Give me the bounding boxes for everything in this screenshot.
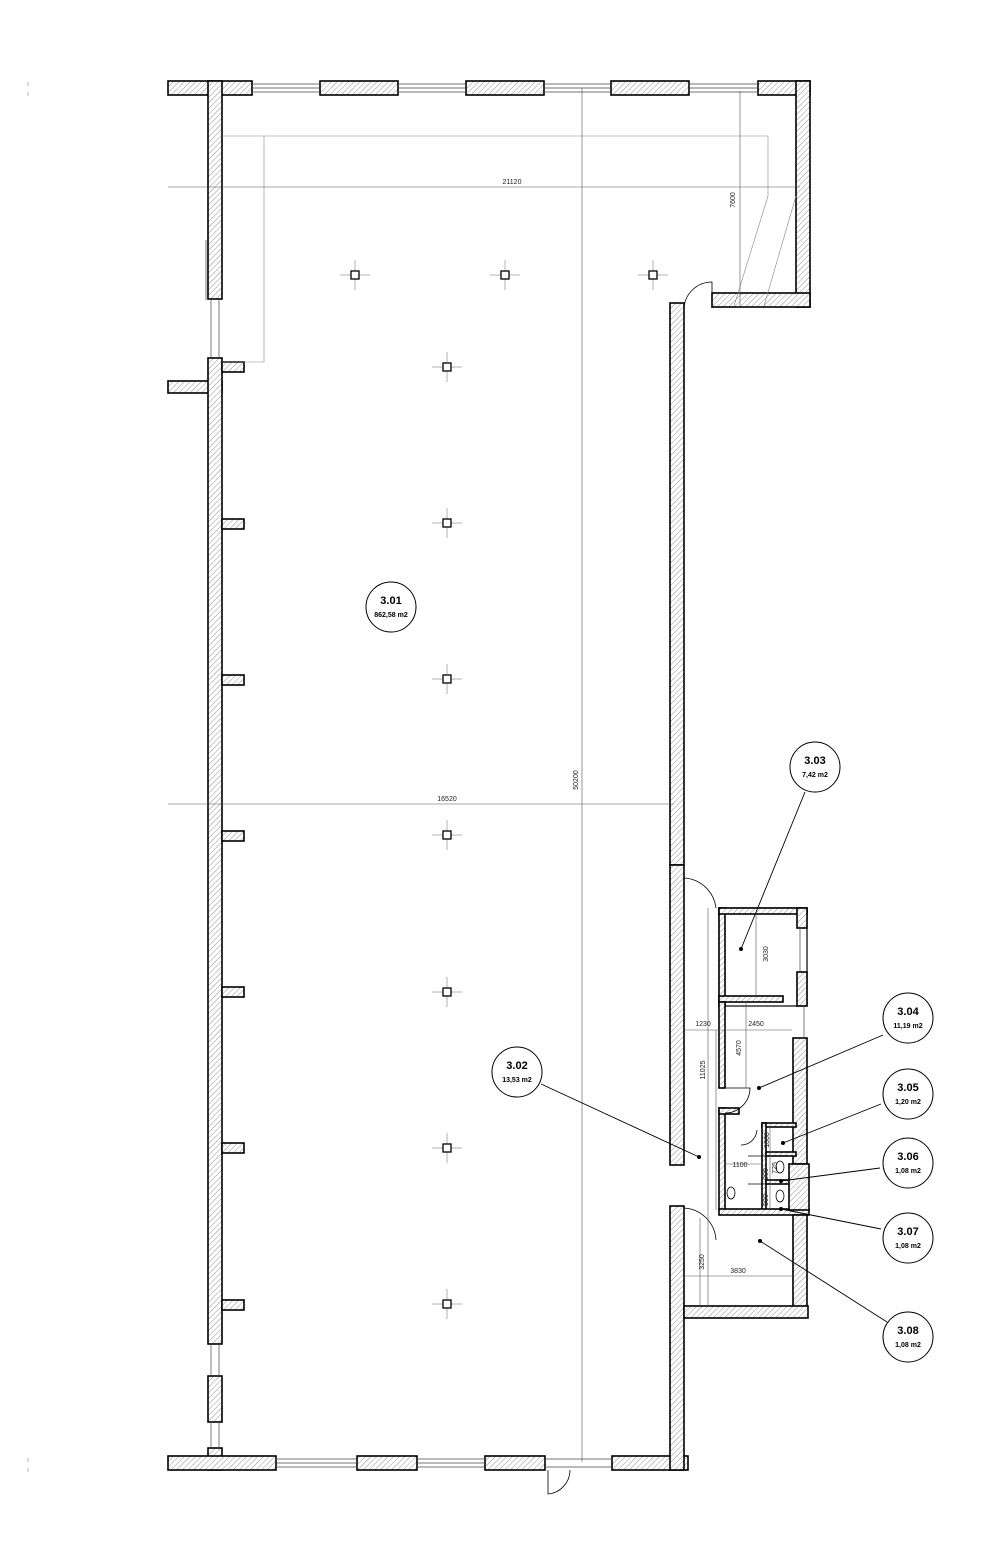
room-tags: 3.01 862,58 m2 3.02 13,53 m2 3.03 7,42 m… <box>365 581 934 1363</box>
leader-3-07 <box>780 1208 882 1230</box>
room-leaders <box>540 791 888 1323</box>
column <box>432 352 462 382</box>
wall-top-pier-2 <box>465 80 545 96</box>
wall-right-main-bottom <box>669 1205 685 1471</box>
column <box>490 260 520 290</box>
room-area: 1,08 m2 <box>895 1168 921 1175</box>
room-area: 13,53 m2 <box>502 1077 532 1084</box>
dim-3830: 3830 <box>730 1268 746 1275</box>
room-number: 3.07 <box>897 1226 918 1238</box>
wall-bottom-pier-2 <box>484 1455 546 1471</box>
wall-left-main <box>207 357 223 1345</box>
wall-left-top <box>207 80 223 300</box>
dimension-labels: 21120 7600 50200 16520 3030 1230 2450 45… <box>437 179 779 1275</box>
wall-top-pier-3 <box>610 80 690 96</box>
bottom-windows <box>276 1458 612 1468</box>
leader-3-06 <box>780 1167 881 1182</box>
wall-bottom-pier-1 <box>356 1455 418 1471</box>
corridor-door-bottom <box>683 1207 717 1241</box>
room-tag-3-08[interactable]: 3.08 1,08 m2 <box>882 1311 934 1363</box>
dim-900-a: 900 <box>763 1168 770 1180</box>
upper-wing-door <box>683 281 713 309</box>
leader-3-04 <box>758 1034 884 1089</box>
room-tag-3-04[interactable]: 3.04 11,19 m2 <box>882 992 934 1044</box>
dim-21120: 21120 <box>503 179 522 186</box>
column <box>432 1133 462 1163</box>
leader-3-03 <box>740 791 806 950</box>
wall-right-main-top <box>669 302 685 866</box>
left-pilasters <box>221 361 245 1311</box>
room-number: 3.03 <box>804 755 825 767</box>
dim-1100: 1100 <box>732 1162 747 1169</box>
column <box>432 1289 462 1319</box>
dim-7600: 7600 <box>730 192 737 208</box>
column <box>638 260 668 290</box>
room-area: 862,58 m2 <box>374 612 408 619</box>
outer-walls <box>167 80 811 1495</box>
leader-3-02 <box>540 1083 700 1158</box>
room-area: 1,08 m2 <box>895 1342 921 1349</box>
room-area: 1,08 m2 <box>895 1243 921 1250</box>
room-number: 3.02 <box>506 1060 527 1072</box>
wall-top-pier-1 <box>319 80 399 96</box>
room-number: 3.04 <box>897 1006 919 1018</box>
wall-right-main-mid <box>669 864 685 1166</box>
bottom-door-swing <box>547 1469 571 1495</box>
structural-columns <box>340 260 668 1319</box>
dim-16520: 16520 <box>437 796 457 803</box>
dim-725: 725 <box>772 1162 779 1174</box>
dim-1000: 1000 <box>764 1132 771 1148</box>
column <box>432 508 462 538</box>
leader-3-08 <box>759 1240 888 1323</box>
room-number: 3.06 <box>897 1151 918 1163</box>
corridor-door-top <box>683 877 717 912</box>
column <box>432 664 462 694</box>
dim-50200: 50200 <box>573 770 580 790</box>
wall-right-upper <box>795 80 811 308</box>
dim-11025: 11025 <box>700 1060 707 1079</box>
wall-bottom-right <box>611 1455 689 1471</box>
wall-bottom-left <box>167 1455 277 1471</box>
room-tag-3-01[interactable]: 3.01 862,58 m2 <box>365 581 417 633</box>
column <box>340 260 370 290</box>
service-block <box>683 907 810 1319</box>
dim-2450: 2450 <box>748 1021 764 1028</box>
room-tag-3-07[interactable]: 3.07 1,08 m2 <box>882 1212 934 1264</box>
dim-1230: 1230 <box>695 1021 711 1028</box>
dim-3250: 3250 <box>699 1254 706 1270</box>
room-tag-3-02[interactable]: 3.02 13,53 m2 <box>491 1046 543 1098</box>
wall-left-bottom-pier <box>207 1375 223 1423</box>
room-number: 3.08 <box>897 1325 918 1337</box>
leader-3-05 <box>782 1103 882 1144</box>
room-number: 3.05 <box>897 1082 918 1094</box>
column <box>432 820 462 850</box>
room-tag-3-05[interactable]: 3.05 1,20 m2 <box>882 1068 934 1120</box>
room-area: 11,19 m2 <box>893 1023 922 1030</box>
dim-900-b: 900 <box>763 1194 770 1206</box>
dim-4570: 4570 <box>736 1040 743 1056</box>
wall-upper-wing-bottom <box>711 292 811 308</box>
room-tag-3-03[interactable]: 3.03 7,42 m2 <box>789 741 841 793</box>
dimension-lines <box>27 82 800 1472</box>
room-area: 7,42 m2 <box>802 772 828 779</box>
room-area: 1,20 m2 <box>895 1099 921 1106</box>
room-number: 3.01 <box>380 595 401 607</box>
room-tag-3-06[interactable]: 3.06 1,08 m2 <box>882 1137 934 1189</box>
column <box>432 977 462 1007</box>
top-windows <box>252 83 758 93</box>
dim-3030: 3030 <box>763 946 770 962</box>
room-3-03-outline <box>718 907 808 1007</box>
